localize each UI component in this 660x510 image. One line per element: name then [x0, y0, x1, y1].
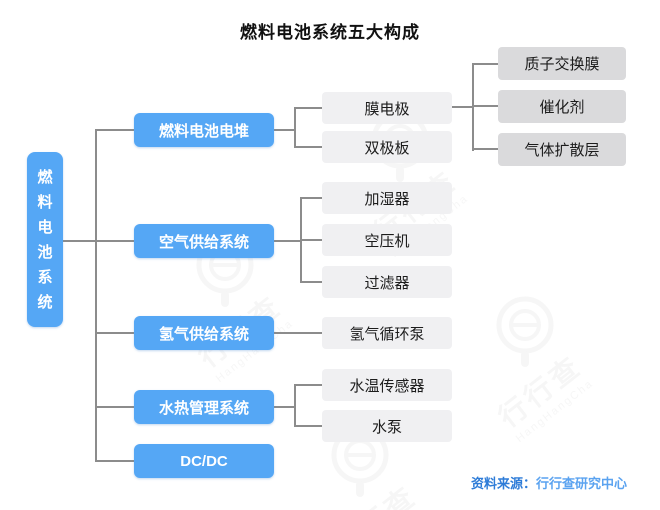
- node-proton-exchange-membrane: 质子交换膜: [498, 47, 626, 80]
- node-dcdc: DC/DC: [134, 444, 274, 478]
- connector-line: [95, 460, 134, 462]
- connector-line: [294, 146, 322, 148]
- page-title: 燃料电池系统五大构成: [240, 23, 420, 42]
- node-gas-diffusion-layer: 气体扩散层: [498, 133, 626, 166]
- node-label: 空压机: [364, 232, 410, 250]
- connector-line: [294, 384, 322, 386]
- node-hydrogen-circulation-pump: 氢气循环泵: [322, 317, 452, 349]
- node-fuel-cell-system-root: 燃料电池系统: [27, 152, 63, 327]
- node-label: 质子交换膜: [524, 56, 600, 73]
- node-label: 加湿器: [364, 190, 410, 208]
- node-label: 水泵: [371, 418, 402, 436]
- connector-line: [300, 197, 322, 199]
- node-membrane-electrode: 膜电极: [322, 92, 452, 124]
- connector-line: [472, 148, 498, 150]
- connector-line: [472, 63, 498, 65]
- node-catalyst: 催化剂: [498, 90, 626, 123]
- connector-line: [294, 425, 322, 427]
- node-label: 催化剂: [539, 99, 585, 116]
- connector-line: [300, 281, 322, 283]
- connector-line: [95, 129, 134, 131]
- connector-line: [274, 332, 322, 334]
- node-label: 膜电极: [364, 100, 410, 118]
- source-name: 行行查研究中心: [535, 476, 627, 491]
- connector-line: [274, 240, 302, 242]
- connector-line: [472, 105, 498, 107]
- connector-line: [95, 406, 134, 408]
- node-label: 水温传感器: [349, 377, 425, 395]
- node-thermal-management-system: 水热管理系统: [134, 390, 274, 424]
- node-air-compressor: 空压机: [322, 224, 452, 256]
- node-label: 双极板: [364, 139, 410, 157]
- connector-line: [95, 129, 97, 462]
- source-label: 资料来源：: [470, 476, 536, 491]
- connector-line: [452, 106, 474, 108]
- node-label: 过滤器: [364, 274, 410, 292]
- source-note: 资料来源：行行查研究中心: [471, 473, 627, 492]
- connector-line: [472, 63, 474, 151]
- connector-line: [294, 107, 296, 148]
- node-label: 氢气循环泵: [349, 325, 425, 343]
- node-water-temp-sensor: 水温传感器: [322, 369, 452, 401]
- node-hydrogen-supply-system: 氢气供给系统: [134, 316, 274, 350]
- connector-line: [274, 406, 296, 408]
- node-bipolar-plate: 双极板: [322, 131, 452, 163]
- node-humidifier: 加湿器: [322, 182, 452, 214]
- node-label: 氢气供给系统: [158, 325, 249, 343]
- node-label: 水热管理系统: [158, 399, 249, 417]
- node-fuel-cell-stack: 燃料电池电堆: [134, 113, 274, 147]
- node-air-supply-system: 空气供给系统: [134, 224, 274, 258]
- node-water-pump: 水泵: [322, 410, 452, 442]
- connector-line: [63, 240, 135, 242]
- node-label: 气体扩散层: [524, 142, 600, 159]
- connector-line: [274, 129, 296, 131]
- node-label: 燃料电池系统: [37, 168, 53, 311]
- node-label: 燃料电池电堆: [158, 122, 249, 140]
- connector-line: [294, 384, 296, 427]
- watermark-logo-icon: [496, 296, 554, 367]
- node-label: 空气供给系统: [158, 233, 249, 251]
- connector-line: [300, 239, 322, 241]
- connector-line: [95, 332, 134, 334]
- connector-line: [294, 107, 322, 109]
- node-filter: 过滤器: [322, 266, 452, 298]
- node-label: DC/DC: [180, 452, 228, 470]
